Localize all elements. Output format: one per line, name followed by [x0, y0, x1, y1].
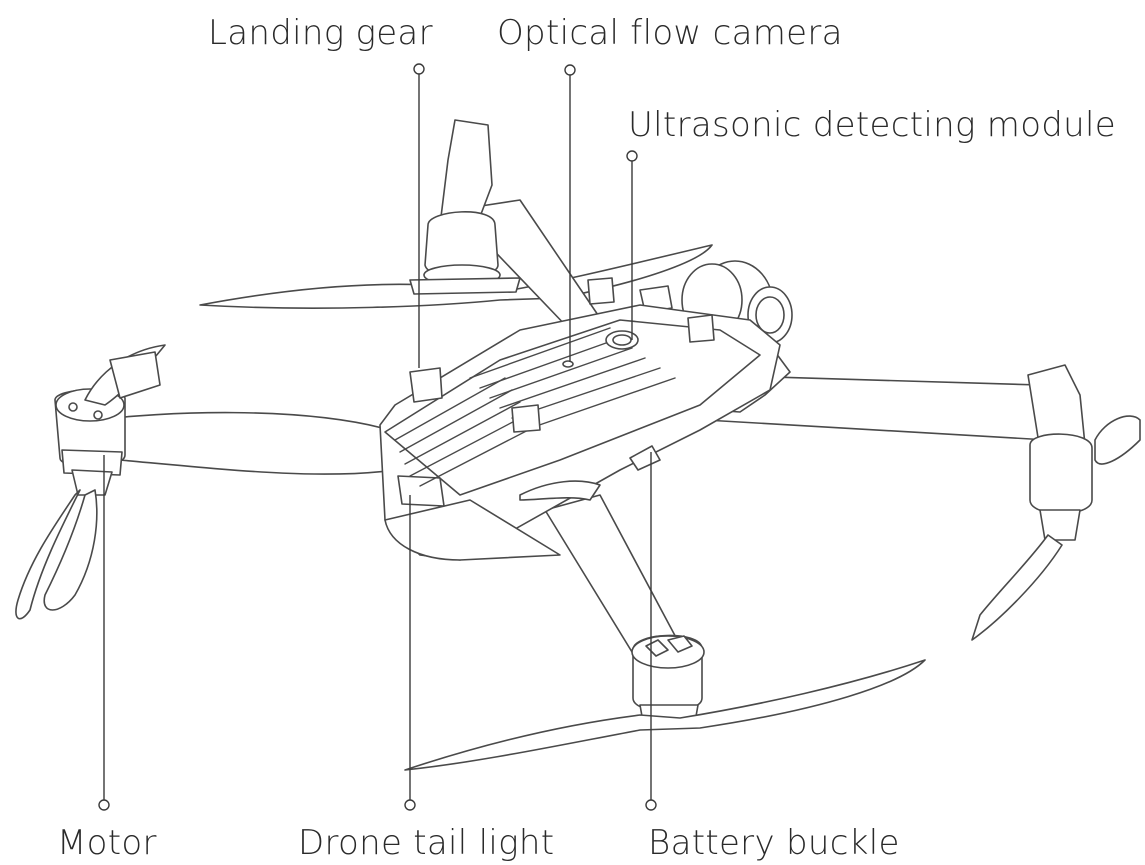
drone-body: [379, 277, 781, 561]
front-right-arm: [404, 494, 926, 771]
optical-flow-dot: [564, 64, 576, 76]
battery-buckle-dot: [645, 799, 657, 811]
landing-gear-label: Landing gear: [208, 13, 433, 53]
tail-light-dot: [404, 799, 416, 811]
landing-gear-dot: [413, 63, 425, 75]
optical-flow-camera-label: Optical flow camera: [497, 13, 843, 53]
tail-light-label: Drone tail light: [298, 823, 555, 863]
motor-dot: [98, 799, 110, 811]
motor-label: Motor: [57, 823, 157, 863]
ultrasonic-module-label: Ultrasonic detecting module: [628, 105, 1116, 145]
battery-buckle-label: Battery buckle: [648, 823, 900, 863]
rear-left-arm: [199, 119, 713, 331]
front-left-arm: [15, 344, 396, 620]
leader-lines: [98, 63, 657, 811]
ultrasonic-dot: [626, 150, 638, 162]
